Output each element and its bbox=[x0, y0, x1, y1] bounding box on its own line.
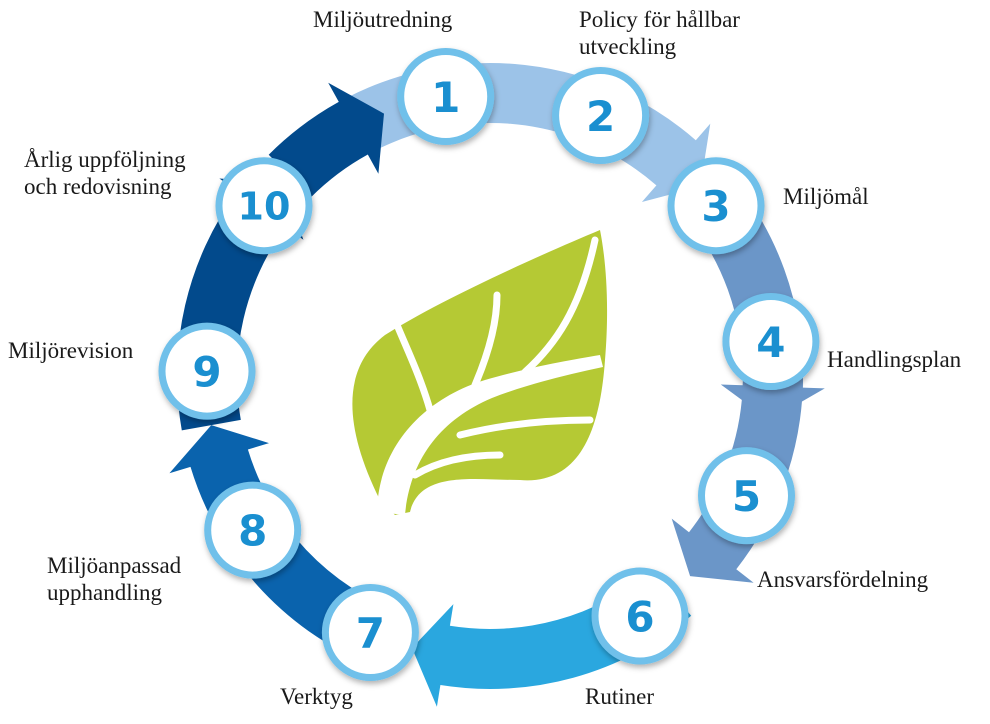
step-nodes: 1 2 3 4 5 6 7 8 9 10 bbox=[158, 48, 820, 681]
step-number: 5 bbox=[732, 472, 761, 521]
step-label-9: Miljörevision bbox=[8, 338, 134, 363]
step-number: 8 bbox=[238, 507, 267, 556]
step-label-5: Ansvarsfördelning bbox=[757, 567, 929, 592]
step-number: 10 bbox=[238, 185, 291, 229]
step-number: 6 bbox=[625, 593, 654, 642]
step-node-circle bbox=[552, 67, 650, 164]
step-number: 7 bbox=[356, 609, 385, 658]
cycle-arrow-segment bbox=[268, 82, 384, 198]
step-node-circle bbox=[591, 567, 689, 665]
step-node-circle bbox=[215, 157, 313, 255]
step-node-circle bbox=[321, 584, 419, 681]
step-number: 4 bbox=[756, 318, 785, 367]
leaf-vein bbox=[391, 316, 434, 414]
leaf-vein bbox=[521, 236, 599, 376]
step-node-circle bbox=[158, 322, 256, 420]
step-label-6: Rutiner bbox=[585, 684, 654, 709]
step-number: 2 bbox=[586, 92, 615, 141]
leaf-stem bbox=[377, 355, 603, 515]
step-node-5: 5 bbox=[698, 447, 795, 545]
step-node-circle bbox=[698, 447, 795, 545]
step-node-3: 3 bbox=[667, 157, 765, 255]
step-label-2: Policy för hållbar utveckling bbox=[579, 7, 740, 59]
step-node-4: 4 bbox=[722, 293, 820, 390]
step-number: 9 bbox=[192, 348, 221, 397]
step-node-1: 1 bbox=[397, 48, 495, 145]
step-label-4: Handlingsplan bbox=[827, 347, 962, 372]
leaf-icon bbox=[352, 230, 608, 515]
step-label-7: Verktyg bbox=[280, 684, 353, 709]
step-label-10: Årlig uppföljning och redovisning bbox=[24, 147, 186, 199]
step-node-6: 6 bbox=[591, 567, 689, 665]
step-label-8: Miljöanpassad upphandling bbox=[47, 553, 182, 605]
step-node-9: 9 bbox=[158, 322, 256, 420]
leaf-vein bbox=[411, 451, 504, 479]
step-node-circle bbox=[667, 157, 765, 255]
step-node-circle bbox=[204, 481, 302, 579]
step-node-8: 8 bbox=[204, 481, 302, 579]
step-node-10: 10 bbox=[215, 157, 313, 255]
leaf-vein bbox=[456, 416, 594, 439]
step-node-2: 2 bbox=[552, 67, 650, 164]
step-label-1: Miljöutredning bbox=[313, 7, 453, 32]
step-node-circle bbox=[397, 48, 495, 145]
step-node-7: 7 bbox=[321, 584, 419, 681]
step-number: 3 bbox=[701, 182, 730, 231]
step-label-3: Miljömål bbox=[783, 184, 869, 209]
step-number: 1 bbox=[431, 73, 460, 122]
step-node-circle bbox=[722, 293, 820, 390]
leaf-vein bbox=[471, 291, 501, 389]
